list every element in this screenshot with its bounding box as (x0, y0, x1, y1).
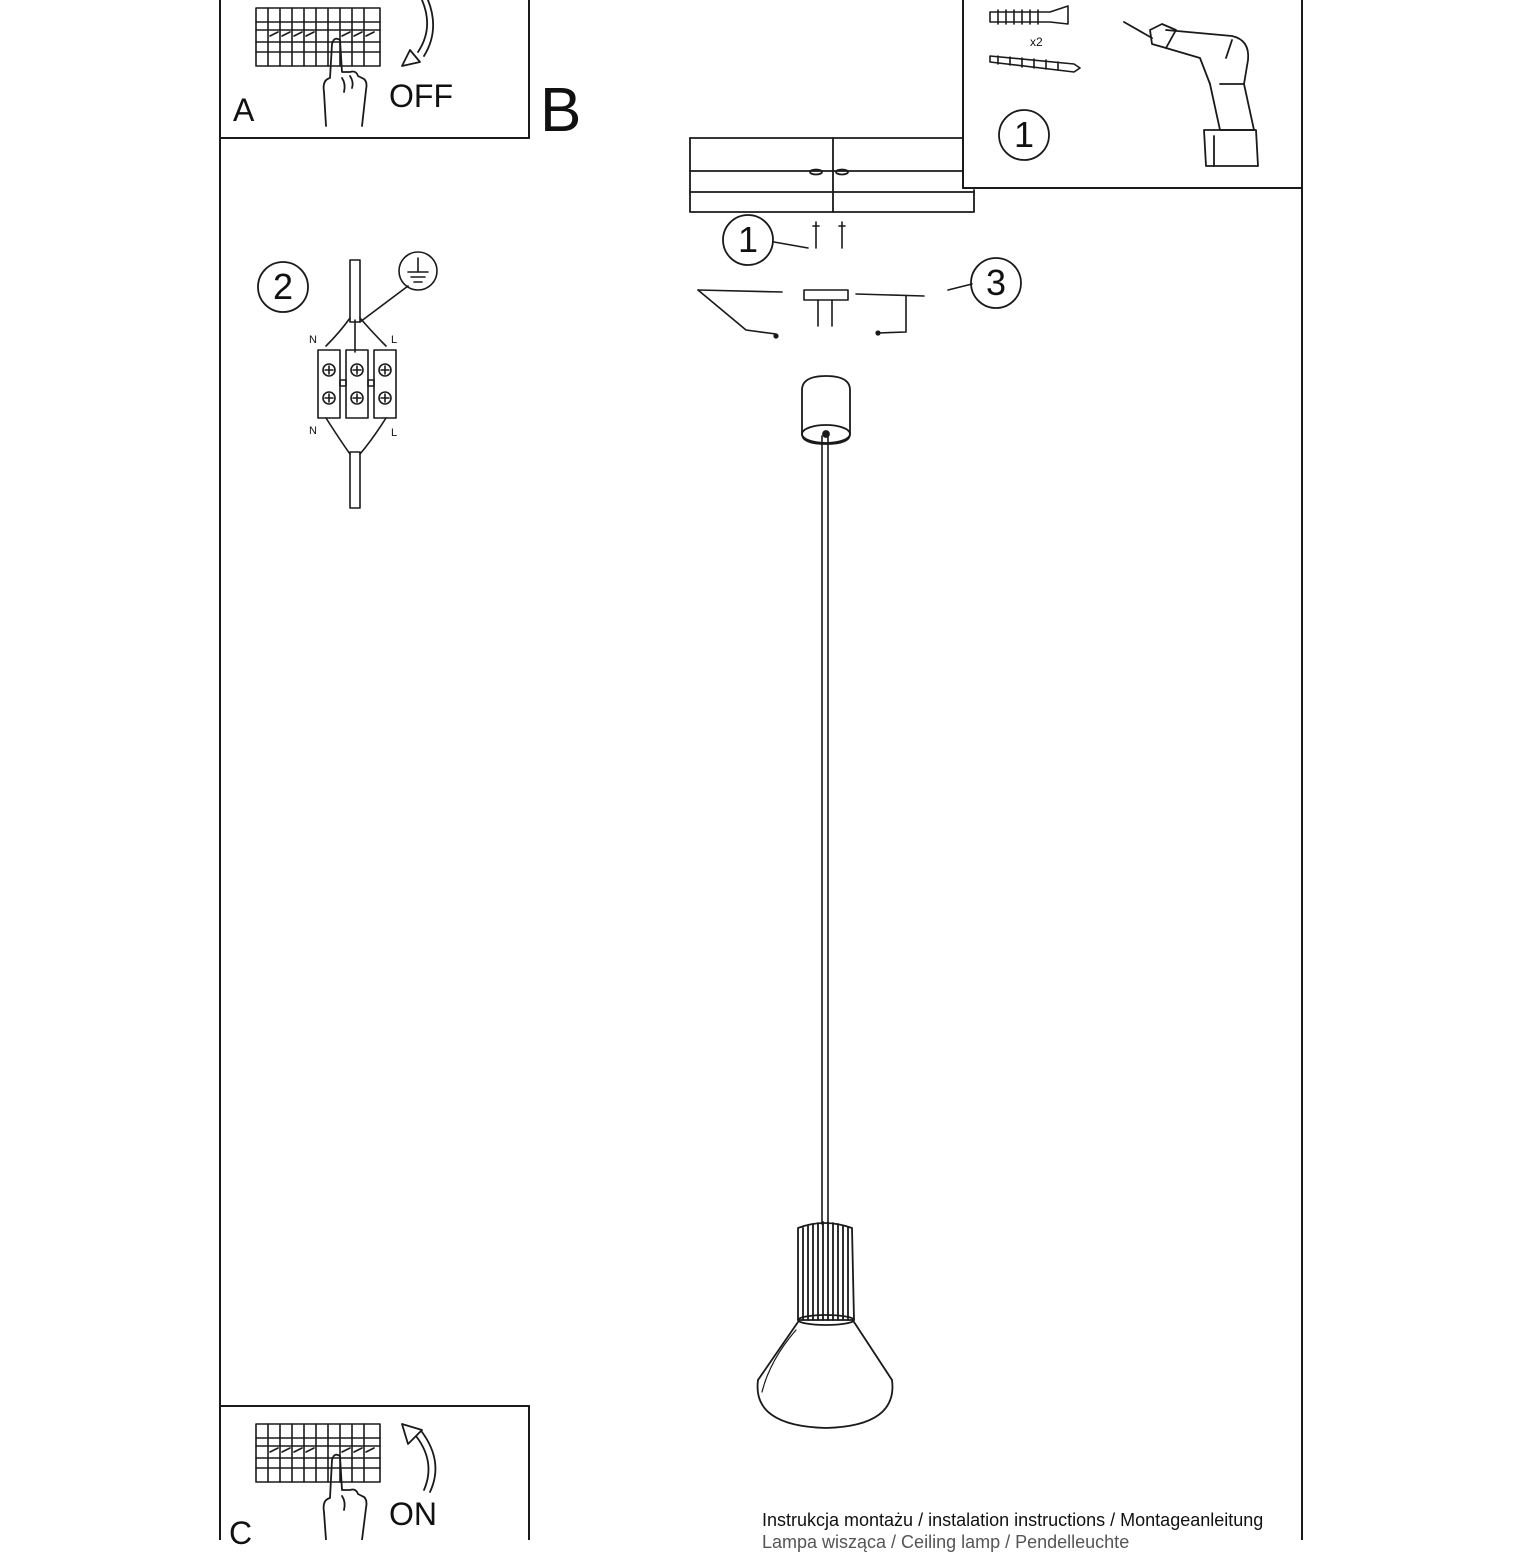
callout-wiring-circle (257, 261, 309, 313)
terminal-l-bottom-label: L (391, 427, 398, 439)
suspension-cord (821, 435, 829, 1225)
mounting-bracket-icon (697, 283, 973, 339)
callout-bracket-number: 3 (985, 262, 1007, 303)
on-label: ON (389, 1496, 437, 1532)
hand-on-icon (322, 1453, 368, 1541)
curved-arrow-up-icon (401, 1423, 437, 1493)
breaker-box-off-icon (255, 7, 381, 67)
panel-c-frame (219, 1405, 530, 1541)
curved-arrow-down-icon (401, 0, 434, 67)
step-c-label: C (229, 1515, 253, 1551)
breaker-box-on-icon (255, 1423, 381, 1483)
long-screw-icon (989, 55, 1081, 73)
callout-screws-circle (722, 214, 774, 266)
lamp-shade (756, 1221, 894, 1429)
hand-icon (322, 37, 368, 127)
footer-subtitle: Lampa wisząca / Ceiling lamp / Pendelleu… (762, 1532, 1130, 1552)
callout-screws-number: 1 (737, 219, 759, 260)
step-a-label: A (233, 92, 255, 128)
ceiling-plate (689, 137, 975, 213)
callout-circles (257, 109, 1050, 313)
footer-title: Instrukcja montażu / instalation instruc… (762, 1510, 1264, 1530)
wiring-diagram (317, 259, 409, 509)
canopy (801, 375, 851, 445)
callout-bracket-circle (970, 257, 1022, 309)
page-frame (219, 0, 1303, 1541)
terminal-n-top-label: N (309, 334, 317, 346)
off-label: OFF (389, 78, 453, 114)
ground-symbol-icon (398, 251, 438, 291)
callout-drill-circle (998, 109, 1050, 161)
terminal-l-top-label: L (391, 334, 398, 346)
panel-a-frame (219, 0, 530, 139)
tools-panel-frame (962, 0, 1303, 189)
wall-plug-icon (989, 5, 1069, 25)
screws-icon (773, 221, 846, 249)
terminal-n-bottom-label: N (309, 425, 317, 437)
step-b-label: B (540, 76, 582, 145)
anchor-quantity-label: x2 (1030, 35, 1043, 49)
callout-wiring-number: 2 (272, 266, 294, 307)
callout-drill-number: 1 (1013, 114, 1035, 155)
drill-icon (1123, 21, 1259, 167)
